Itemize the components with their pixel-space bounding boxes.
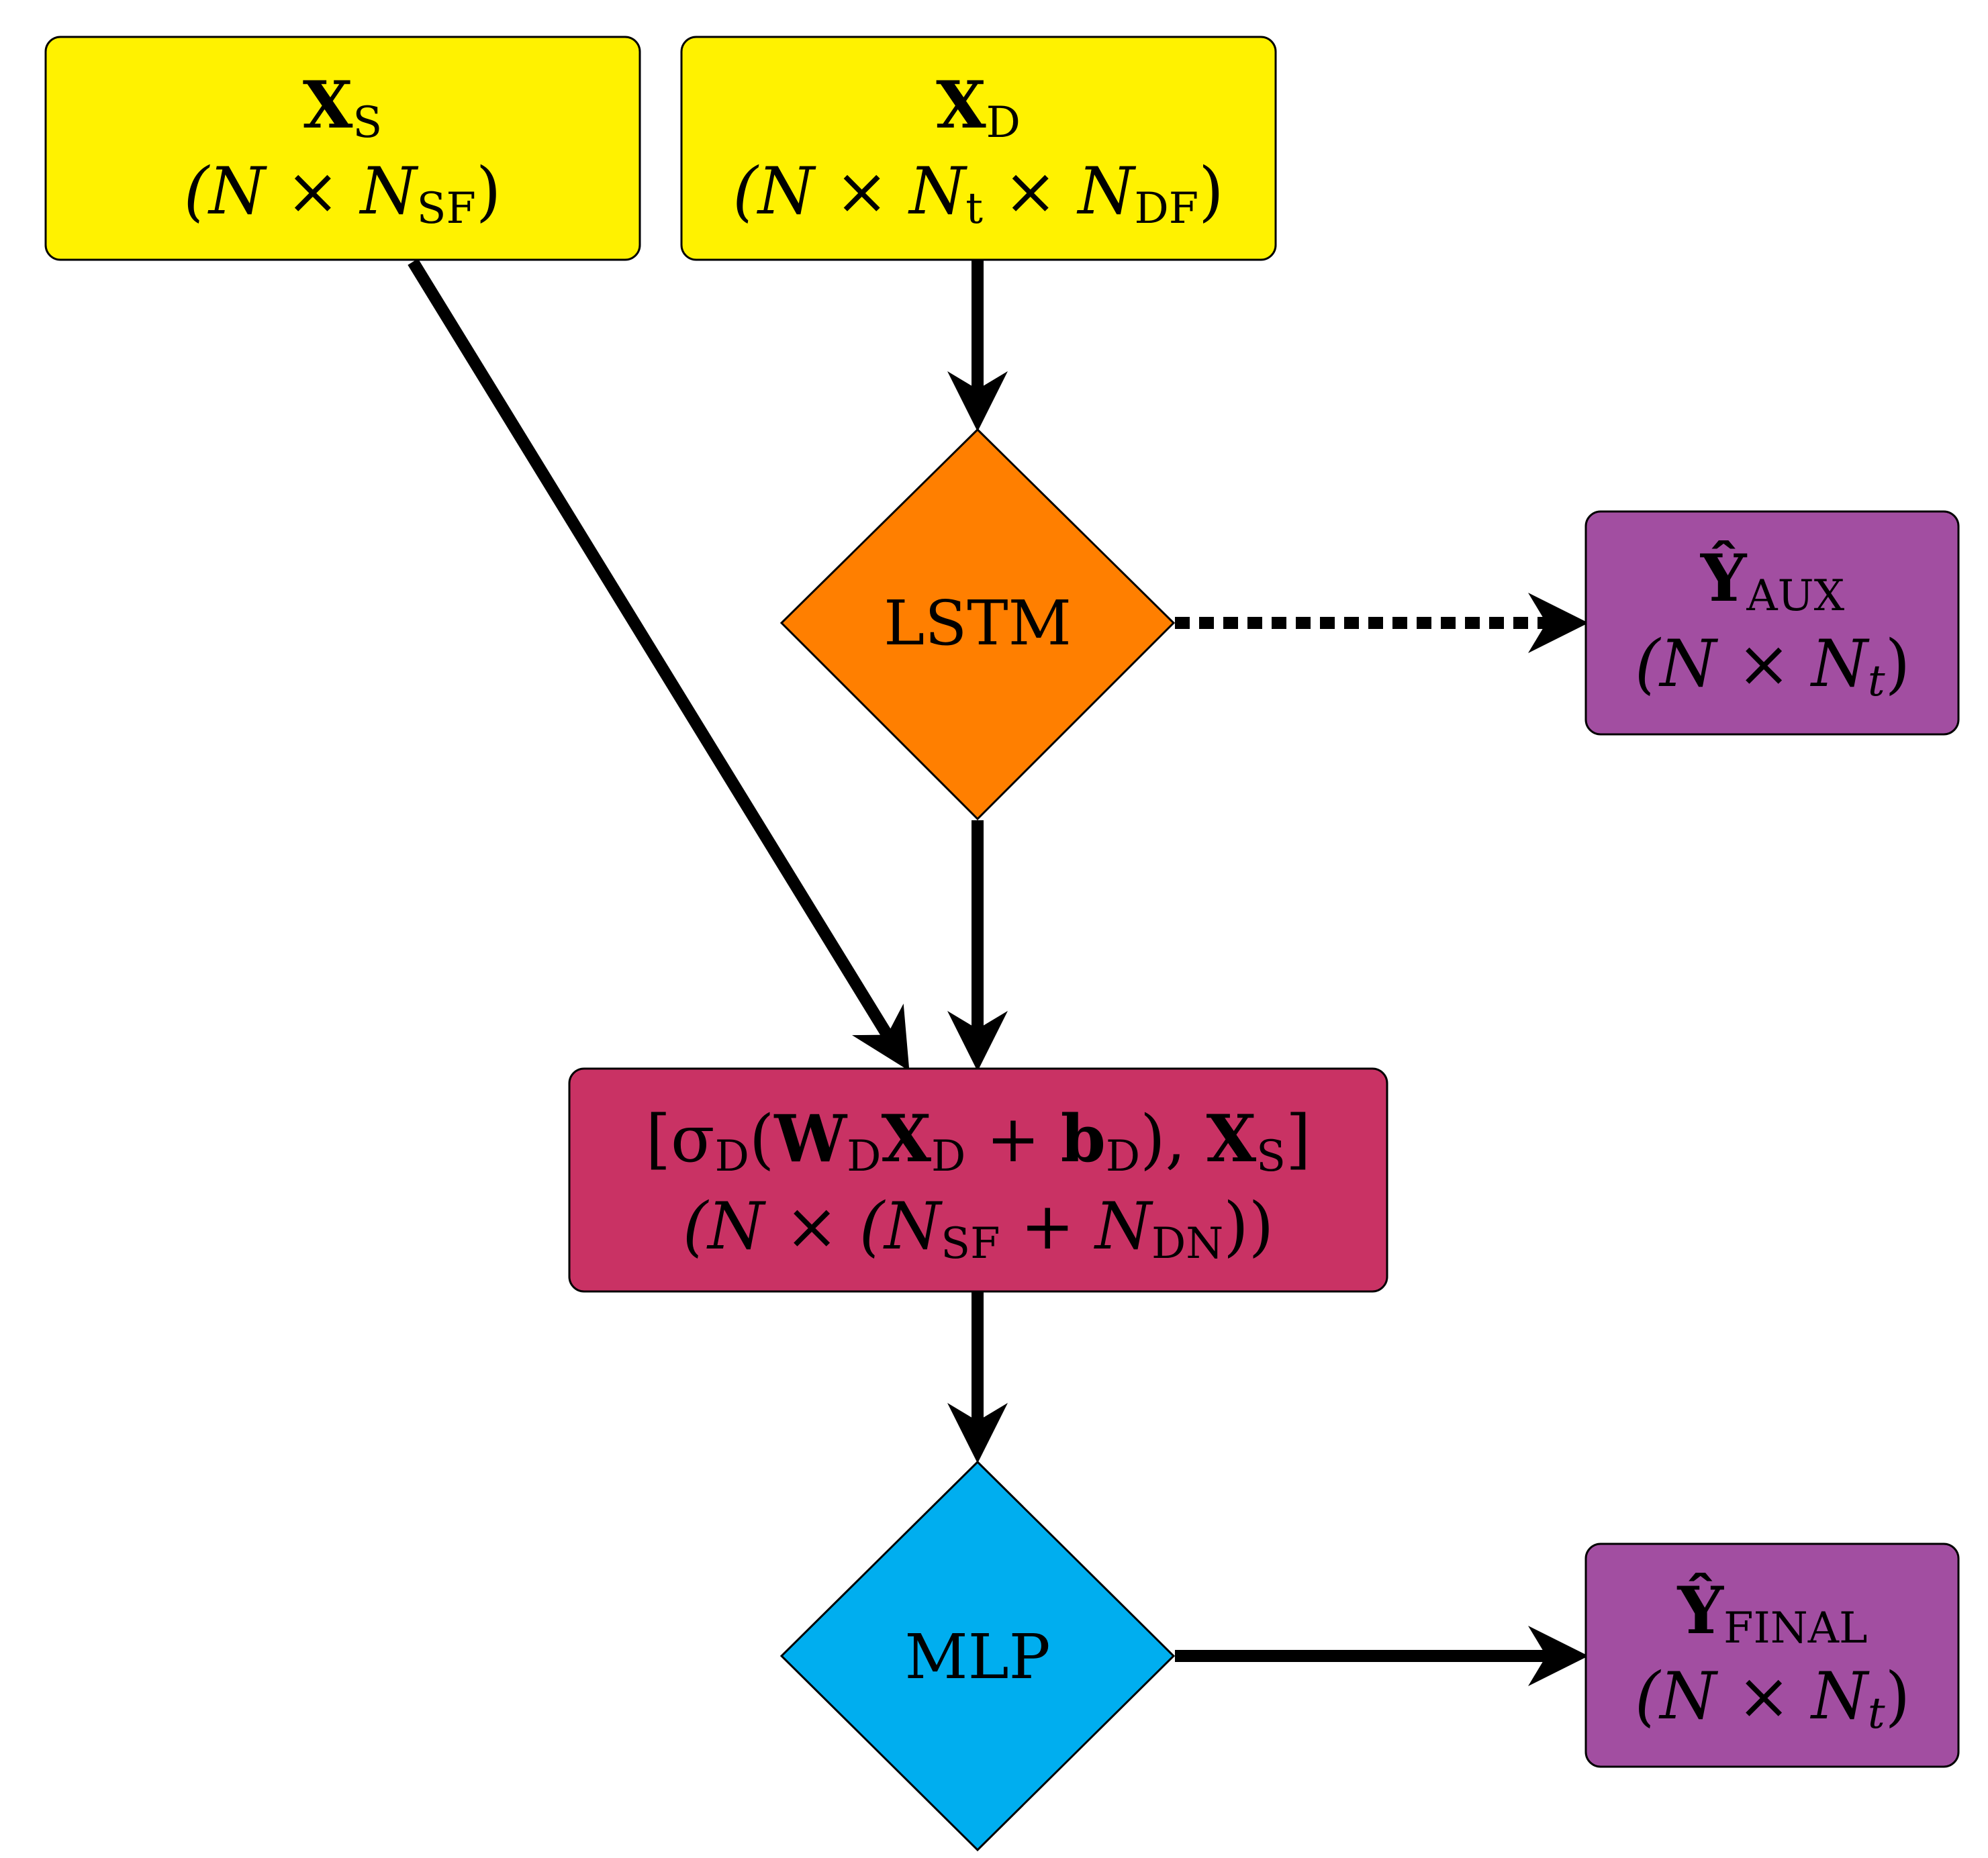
node-mlp: MLP xyxy=(779,1460,1176,1852)
node-y-aux-symbol: ŶAUX xyxy=(1700,540,1845,621)
node-xs-shape: (N × NSF) xyxy=(184,154,502,234)
node-concat-formula: [σD(WDXD + bD), XS] xyxy=(646,1101,1311,1181)
node-y-final: ŶFINAL (N × Nt) xyxy=(1584,1543,1960,1768)
node-y-aux: ŶAUX (N × Nt) xyxy=(1584,510,1960,736)
node-mlp-label: MLP xyxy=(904,1621,1050,1693)
node-xs: XS (N × NSF) xyxy=(44,36,641,261)
node-xd: XD (N × Nt × NDF) xyxy=(680,36,1277,261)
edge-xs-to-concat xyxy=(408,258,910,1071)
node-concat-shape: (N × (NSF + NDN)) xyxy=(683,1189,1274,1269)
node-concat-box xyxy=(568,1067,1388,1293)
node-xd-shape: (N × Nt × NDF) xyxy=(732,154,1223,234)
node-y-final-symbol: ŶFINAL xyxy=(1677,1573,1868,1653)
node-y-final-box xyxy=(1584,1543,1960,1768)
node-mlp-diamond xyxy=(779,1460,1176,1852)
node-xs-symbol: XS xyxy=(303,67,382,148)
node-y-final-shape: (N × Nt) xyxy=(1635,1659,1910,1739)
node-y-aux-box xyxy=(1584,510,1960,736)
node-xd-symbol: XD xyxy=(936,67,1021,148)
node-lstm: LSTM xyxy=(779,428,1176,821)
edges xyxy=(408,258,1589,1686)
node-lstm-diamond xyxy=(779,428,1176,821)
node-lstm-label: LSTM xyxy=(884,587,1072,659)
node-xs-box xyxy=(44,36,641,261)
node-concat: [σD(WDXD + bD), XS] (N × (NSF + NDN)) xyxy=(568,1067,1388,1293)
node-xd-box xyxy=(680,36,1277,261)
node-y-aux-shape: (N × Nt) xyxy=(1635,626,1910,706)
